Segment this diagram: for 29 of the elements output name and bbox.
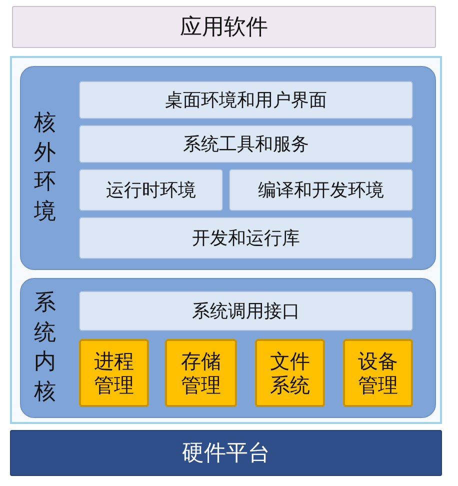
module-box — [165, 339, 237, 407]
module-label: 文件系统 — [269, 349, 311, 397]
module-label: 进程管理 — [93, 349, 135, 397]
component-box — [79, 217, 413, 259]
frame-box — [10, 56, 442, 424]
box-label: 系统工具和服务 — [183, 133, 309, 156]
box-label: 硬件平台 — [182, 440, 270, 468]
module-label: 存储管理 — [180, 349, 222, 397]
module-label: 设备管理 — [357, 349, 399, 397]
layer-panel — [20, 278, 436, 418]
box-label: 系统调用接口 — [192, 300, 300, 323]
component-box — [79, 169, 223, 211]
component-box — [79, 81, 413, 119]
component-box — [79, 125, 413, 163]
box-label: 编译和开发环境 — [258, 179, 384, 202]
component-box — [79, 291, 413, 331]
box-label: 运行时环境 — [106, 179, 196, 202]
layer-panel — [20, 66, 436, 270]
group-title: 系统内核 — [33, 290, 58, 407]
box-label: 开发和运行库 — [192, 227, 300, 250]
module-box — [79, 339, 149, 407]
box-label: 桌面环境和用户界面 — [165, 89, 327, 112]
layer-bar — [10, 430, 442, 476]
module-box — [255, 339, 325, 407]
layer-bar — [12, 6, 436, 48]
component-box — [229, 169, 413, 211]
module-box — [343, 339, 413, 407]
group-title: 核外环境 — [33, 110, 58, 227]
box-label: 应用软件 — [180, 14, 268, 42]
